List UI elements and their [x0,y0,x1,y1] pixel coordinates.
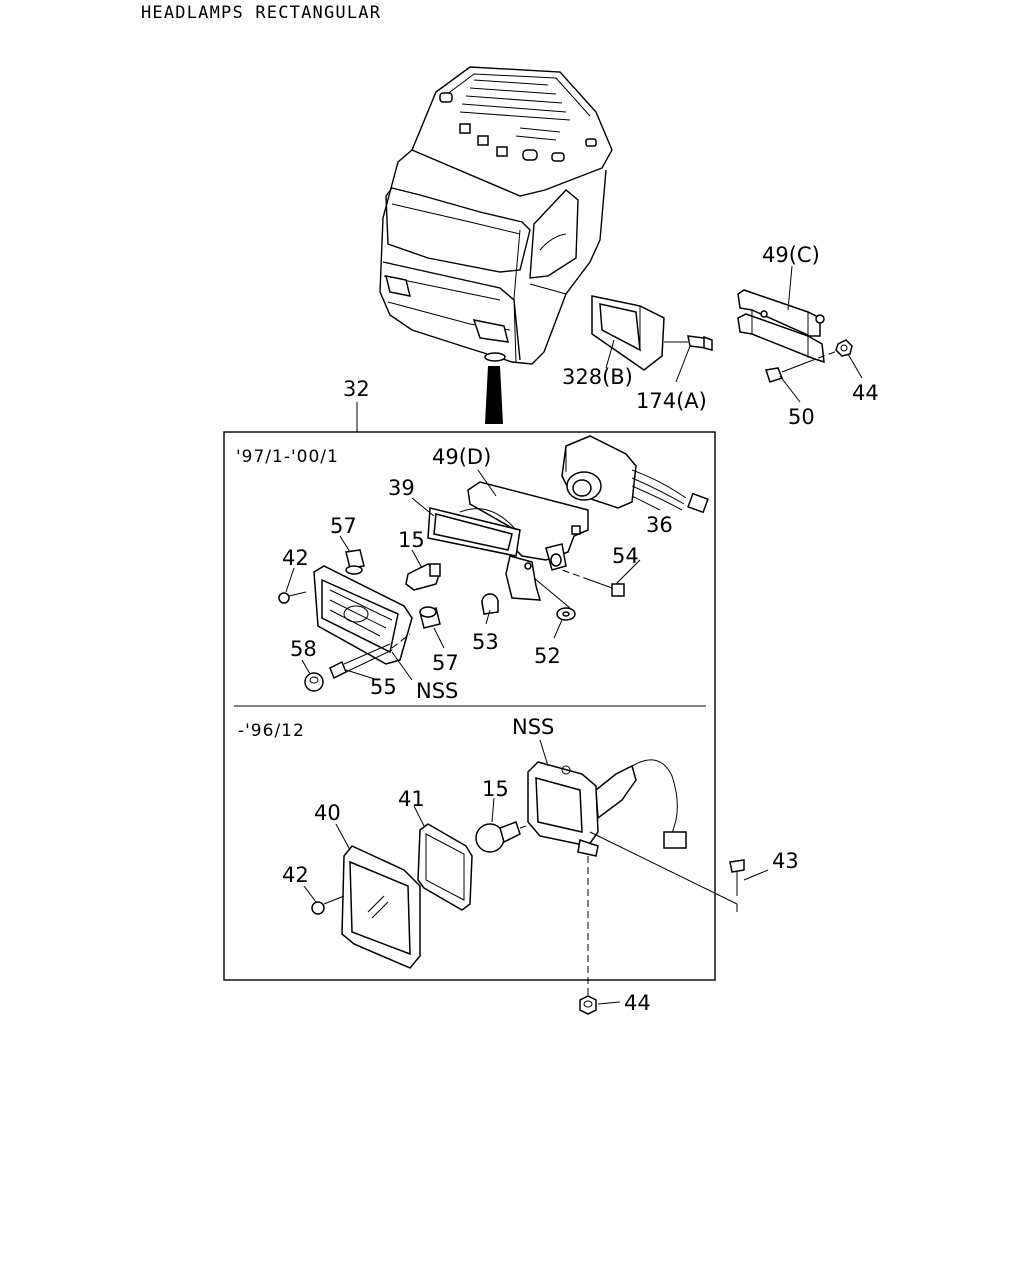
bracket-49d-drawing [467,481,589,601]
range-label-upper: '97/1-'00/1 [236,447,339,467]
leader-lines-upper [285,469,661,681]
callout-54: 54 [612,544,639,568]
callout-15a: 15 [398,528,425,552]
callout-15b: 15 [482,777,509,801]
callout-44-bottom: 44 [624,991,651,1015]
bracket-328b-drawing [591,295,665,371]
callout-43: 43 [772,849,799,873]
screw-42b-drawing [311,895,345,915]
housing-nss-drawing [527,759,687,857]
lens-40-drawing [341,845,421,969]
bolt-50-drawing [765,349,841,383]
nut-44-top-drawing [835,339,853,357]
callout-40: 40 [314,801,341,825]
diagram-title: HEADLAMPS RECTANGULAR [141,3,382,23]
callout-49d: 49(D) [432,445,491,469]
leader-lines-lower [303,739,769,1005]
callout-44-top: 44 [852,381,879,405]
callout-nss-b: NSS [512,715,554,739]
bolt-174a-drawing [664,335,713,351]
bracket-49c-drawing [737,289,825,364]
screw-42a-drawing [278,591,307,604]
nut-44-bottom-drawing [579,856,597,1015]
bolt-43-drawing [589,831,745,912]
bulb-15a-drawing [405,563,441,591]
screw-54-drawing [561,569,625,597]
callout-55: 55 [370,675,397,699]
callout-52: 52 [534,644,561,668]
callout-57b: 57 [432,651,459,675]
range-label-lower: -'96/12 [238,721,305,741]
leader-lines-top [356,265,863,432]
callout-57a: 57 [330,514,357,538]
bulb-15b-drawing [475,821,527,853]
callout-nss-a: NSS [416,679,458,703]
screw-55-drawing [329,633,411,680]
screw-57a-drawing [345,549,365,575]
callout-49c: 49(C) [762,243,820,267]
callout-42a: 42 [282,546,309,570]
cap-58-drawing [304,672,324,692]
callout-328b: 328(B) [562,365,633,389]
callout-50: 50 [788,405,815,429]
gasket-39-drawing [427,507,521,557]
callout-36: 36 [646,513,673,537]
callout-39: 39 [388,476,415,500]
variant-frame [223,431,716,981]
lamp-unit-drawing [313,565,413,665]
callout-41: 41 [398,787,425,811]
screw-57b-drawing [419,606,441,629]
callout-53: 53 [472,630,499,654]
truck-cab-drawing [379,66,613,424]
callout-32: 32 [343,377,370,401]
washer-52-drawing [556,607,576,621]
callout-42b: 42 [282,863,309,887]
gasket-41-drawing [417,823,473,911]
callout-174a: 174(A) [636,389,707,413]
callout-58: 58 [290,637,317,661]
headlamp-36-drawing [561,435,709,514]
